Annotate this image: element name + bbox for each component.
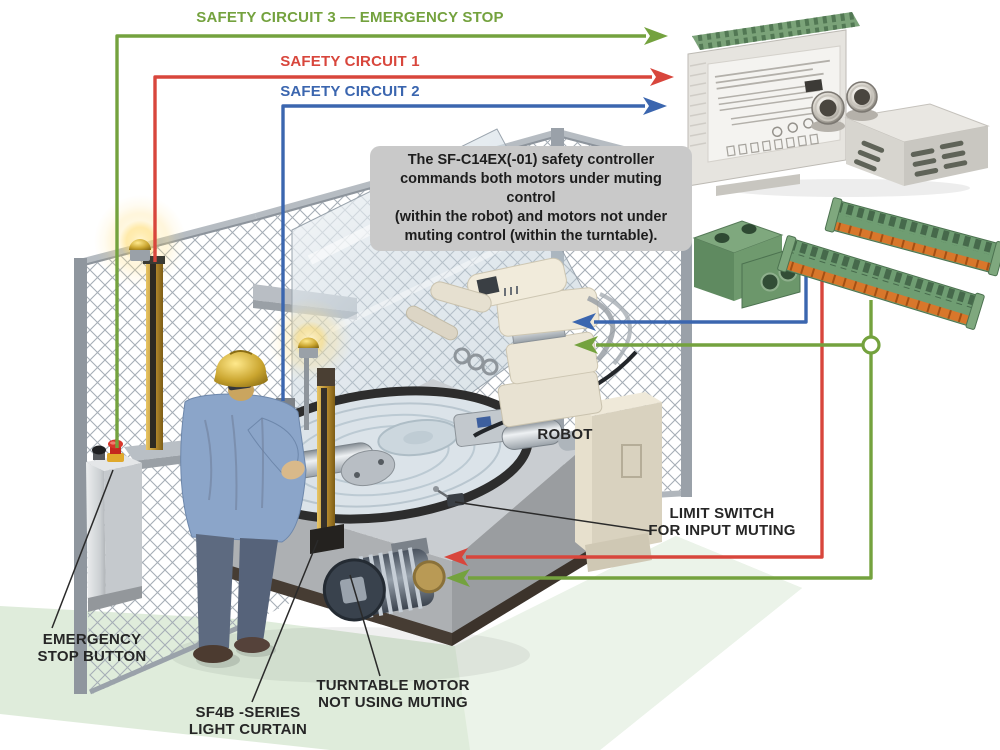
label-safety-circuit-1: SAFETY CIRCUIT 1 <box>280 53 420 70</box>
wire-controller-green-branch <box>468 300 873 580</box>
light-curtain-2 <box>298 337 344 554</box>
fence-post <box>74 258 87 694</box>
wire-safety-circuit-2 <box>281 104 645 401</box>
callout-safety-controller: The SF-C14EX(-01) safety controller comm… <box>370 146 692 251</box>
robot-pedestal <box>575 392 662 572</box>
robot-gripper <box>476 276 500 296</box>
terminal-strip <box>777 235 985 330</box>
junction-node <box>861 335 881 355</box>
wire-safety-circuit-1 <box>153 75 652 262</box>
safety-controller <box>687 12 990 197</box>
arrow-left-icon <box>574 336 598 354</box>
m12-connector <box>811 91 845 132</box>
terminal-strip <box>824 197 1000 277</box>
wire-safety-circuit-3 <box>115 34 646 448</box>
label-turntable-motor: TURNTABLE MOTOR NOT USING MUTING <box>316 677 470 711</box>
hard-hat <box>214 350 268 401</box>
pointer-lines <box>51 469 651 703</box>
label-robot: ROBOT <box>537 426 593 443</box>
glove <box>281 460 305 480</box>
arrow-left-icon <box>446 569 470 587</box>
fence-post <box>681 161 692 497</box>
robot-arm <box>405 305 459 341</box>
wire-controller-to-robot-blue <box>594 255 808 324</box>
selector-button <box>92 445 106 460</box>
blue-fitting <box>476 416 492 428</box>
signal-beacon <box>298 337 319 358</box>
arrow-left-icon <box>572 313 596 331</box>
signal-beacon <box>129 239 151 261</box>
controller-label-panel <box>707 45 841 163</box>
label-safety-circuit-2: SAFETY CIRCUIT 2 <box>280 83 420 100</box>
workpiece <box>453 409 603 451</box>
robot-arm <box>430 281 492 313</box>
worker <box>180 350 307 668</box>
label-light-curtain: SF4B -SERIES LIGHT CURTAIN <box>188 704 308 738</box>
wire-controller-to-motor-red <box>466 268 824 559</box>
m12-connector <box>846 81 878 121</box>
label-emergency-stop: EMERGENCY STOP BUTTON <box>37 631 147 665</box>
din-rail-foot <box>716 174 800 196</box>
arrow-right-icon <box>650 68 674 86</box>
turntable-motor <box>322 537 446 622</box>
label-safety-circuit-3: SAFETY CIRCUIT 3 — EMERGENCY STOP <box>196 9 504 26</box>
arrow-right-icon <box>643 97 667 115</box>
arrow-right-icon <box>644 27 668 45</box>
emergency-stop-pedestal <box>86 439 142 612</box>
arrow-left-icon <box>444 548 468 566</box>
label-limit-switch: LIMIT SWITCH FOR INPUT MUTING <box>648 505 796 539</box>
